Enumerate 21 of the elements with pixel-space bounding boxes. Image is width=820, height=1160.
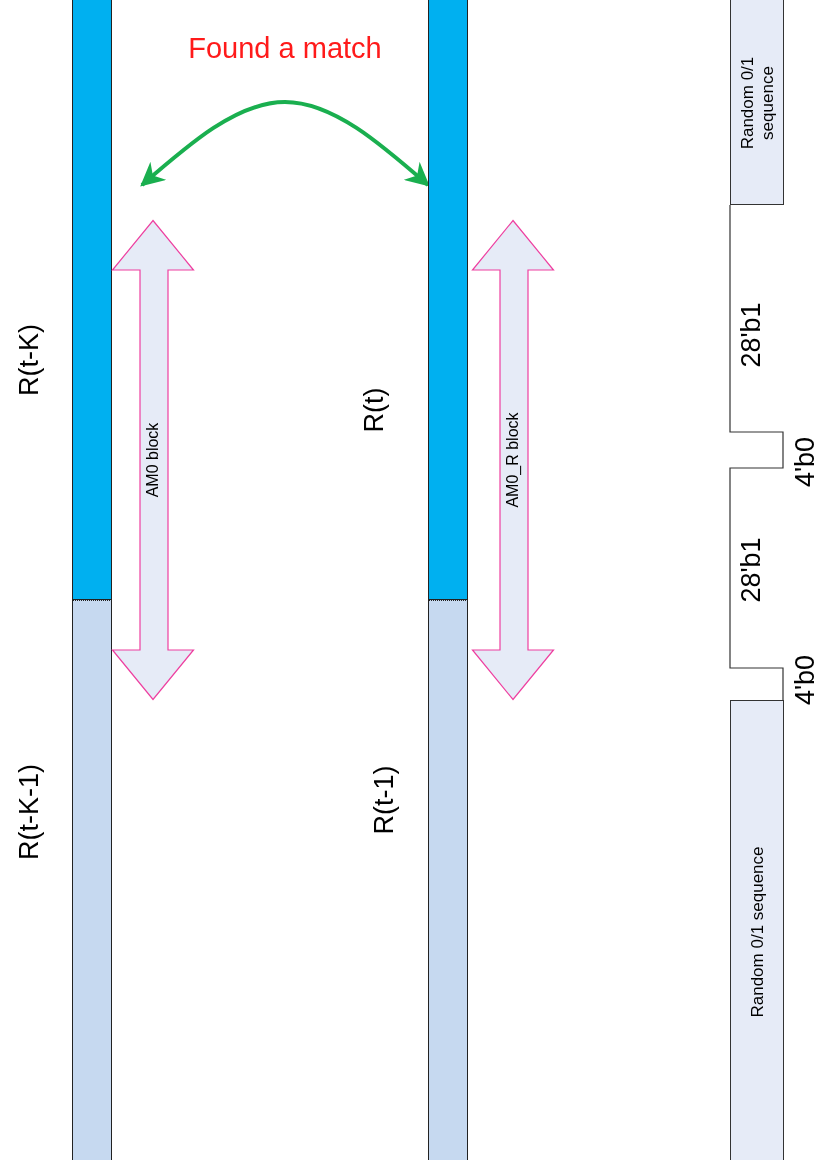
register-label: R(t-K) <box>14 324 46 396</box>
curved-double-arrow <box>140 100 430 187</box>
memory-bar <box>428 600 468 1160</box>
block-label: AM0_R block <box>503 412 522 508</box>
register-label: R(t-1) <box>369 765 401 835</box>
sequence-box <box>730 700 784 1160</box>
block-label: Random 0/1 sequence <box>748 846 768 1018</box>
double-arrow-block <box>112 220 194 700</box>
block-label: Random 0/1 sequence <box>738 55 778 151</box>
signal-value: 28'b1 <box>736 537 768 603</box>
memory-bar <box>72 0 112 600</box>
memory-bar <box>428 0 468 600</box>
signal-value: 28'b1 <box>736 302 768 368</box>
sequence-box <box>730 0 784 205</box>
block-label: AM0 block <box>143 422 162 498</box>
register-label: R(t-K-1) <box>14 764 46 860</box>
register-label: R(t) <box>359 387 391 433</box>
double-arrow-block <box>472 220 554 700</box>
signal-value: 4'b0 <box>790 654 820 706</box>
signal-value: 4'b0 <box>790 436 820 488</box>
memory-bar <box>72 600 112 1160</box>
